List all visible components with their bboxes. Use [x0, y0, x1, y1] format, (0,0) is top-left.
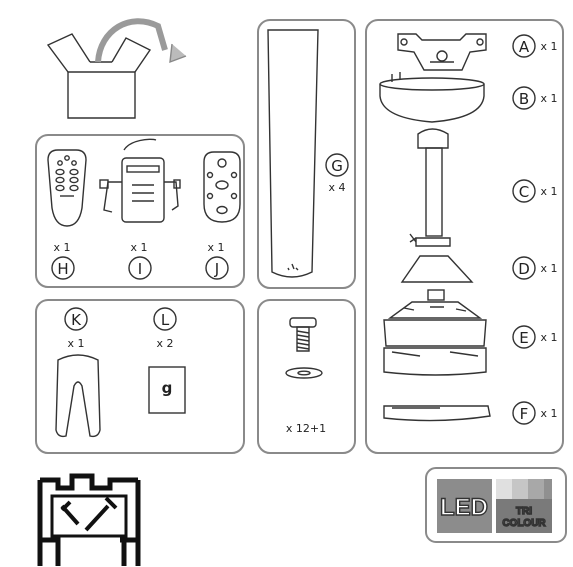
badge-colour: COLOUR — [502, 518, 546, 529]
remote-control-icon — [47, 149, 87, 227]
coupling-cover-icon — [400, 255, 474, 283]
label-l: L — [161, 311, 170, 329]
label-a: A — [519, 38, 530, 56]
qty-e: x 1 — [540, 331, 557, 344]
label-g: G — [331, 157, 343, 175]
washer-icon — [285, 367, 323, 379]
qty-j: x 1 — [207, 241, 224, 254]
ceiling-plate-icon — [397, 33, 487, 71]
qty-b: x 1 — [540, 92, 557, 105]
canopy-icon — [379, 72, 485, 123]
weight-label: g — [162, 379, 173, 397]
panel-motor-assembly: A x 1 B x 1 C x 1 D x 1 — [365, 19, 564, 454]
panel-accessories: K x 1 L x 2 g — [35, 299, 245, 454]
toolbox-icon — [37, 473, 141, 566]
label-h: H — [57, 260, 68, 278]
label-e: E — [519, 329, 528, 347]
qty-d: x 1 — [540, 262, 557, 275]
open-box-icon — [46, 18, 187, 119]
qty-f: x 1 — [540, 407, 557, 420]
label-c: C — [519, 183, 529, 201]
label-circle-g — [325, 153, 349, 177]
qty-i: x 1 — [130, 241, 147, 254]
panel-controls: x 1 H x 1 I x 1 J — [35, 134, 245, 288]
label-d: D — [518, 260, 530, 278]
badge-tri: TRI — [516, 506, 532, 517]
label-f: F — [520, 405, 529, 423]
qty-l: x 2 — [156, 337, 173, 350]
light-cover-icon — [383, 405, 491, 422]
panel-blade: G x 4 — [257, 19, 356, 289]
qty-g: x 4 — [328, 181, 345, 194]
screw-icon — [289, 317, 317, 352]
label-j: J — [214, 260, 219, 278]
motor-housing-icon — [383, 289, 487, 376]
qty-k: x 1 — [67, 337, 84, 350]
receiver-icon — [99, 138, 181, 223]
qty-h: x 1 — [53, 241, 70, 254]
qty-a: x 1 — [540, 40, 557, 53]
downrod-icon — [409, 128, 451, 247]
balancing-clip-icon — [55, 354, 101, 438]
qty-c: x 1 — [540, 185, 557, 198]
label-k: K — [71, 311, 82, 329]
led-tricolour-badge: LED TRI COLOUR — [425, 467, 567, 543]
panel-screws: x 12+1 — [257, 299, 356, 454]
blade-drawing — [267, 29, 319, 278]
label-b: B — [519, 90, 529, 108]
balancing-weight-icon — [148, 366, 186, 414]
mounting-bracket-icon — [203, 151, 241, 223]
label-i: I — [138, 260, 142, 278]
qty-screws: x 12+1 — [286, 422, 326, 435]
badge-led: LED — [440, 494, 488, 521]
